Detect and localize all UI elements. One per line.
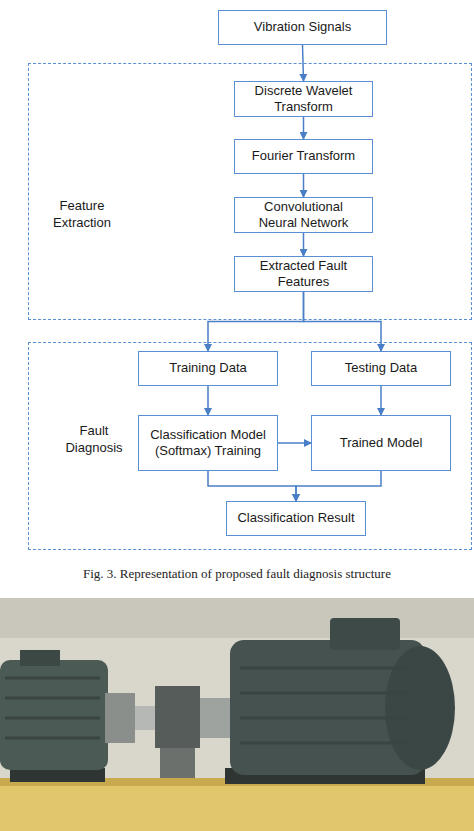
process-box: Extracted Fault Features <box>234 256 373 292</box>
flow-arrow <box>278 442 311 444</box>
box-label: Trained Model <box>340 435 423 451</box>
coupling-right <box>200 698 235 738</box>
wall-background <box>0 598 474 831</box>
process-box: Testing Data <box>311 351 451 386</box>
box-label: Classification Result <box>237 510 354 526</box>
flow-arrow <box>303 233 305 256</box>
box-label: Vibration Signals <box>254 19 351 35</box>
process-box: Convolutional Neural Network <box>234 197 373 233</box>
flow-arrow <box>304 292 382 351</box>
motor-fins <box>5 678 100 738</box>
flow-arrow <box>303 117 305 139</box>
coupling-left <box>105 693 135 743</box>
flow-arrow <box>380 386 382 415</box>
box-label: Classification Model (Softmax) Training <box>147 427 269 460</box>
motor-foot <box>10 768 105 782</box>
terminal-box <box>330 618 400 650</box>
dashed-group: Feature Extraction Discrete Wavelet Trans… <box>28 63 472 320</box>
wall-shadow <box>0 598 474 638</box>
process-box: Training Data <box>138 351 278 386</box>
figure-caption: Fig. 3. Representation of proposed fault… <box>0 566 474 582</box>
group-label: Fault Diagnosis <box>61 423 127 457</box>
box-label: Testing Data <box>345 360 417 376</box>
shaft <box>135 706 155 730</box>
process-box: Discrete Wavelet Transform <box>234 81 373 117</box>
process-box: Classification Result <box>226 501 366 536</box>
terminal-box <box>20 650 60 666</box>
wooden-base <box>0 783 474 831</box>
test-rig-photo <box>0 598 474 831</box>
group-label: Feature Extraction <box>46 198 118 232</box>
flow-arrow <box>303 174 305 197</box>
box-label: Discrete Wavelet Transform <box>249 83 358 116</box>
flow-arrow <box>207 386 209 415</box>
box-label: Convolutional Neural Network <box>249 199 358 232</box>
drive-motor <box>0 660 108 770</box>
process-box: Vibration Signals <box>218 10 387 45</box>
process-box: Classification Model (Softmax) Training <box>138 415 278 471</box>
process-box: Trained Model <box>311 415 451 471</box>
box-label: Training Data <box>169 360 247 376</box>
flow-arrow <box>296 471 381 501</box>
sensor-mount <box>160 748 195 778</box>
box-label: Extracted Fault Features <box>249 258 358 291</box>
flow-arrow <box>303 45 304 81</box>
torque-sensor <box>155 686 200 748</box>
motor-end-cap <box>385 646 455 770</box>
process-box: Fourier Transform <box>234 139 373 174</box>
motor-fins <box>240 668 410 743</box>
dashed-group: Fault Diagnosis Training Data Testing Data… <box>28 342 472 550</box>
flow-arrow <box>208 292 304 351</box>
box-label: Fourier Transform <box>252 148 355 164</box>
flow-arrow <box>208 471 296 501</box>
